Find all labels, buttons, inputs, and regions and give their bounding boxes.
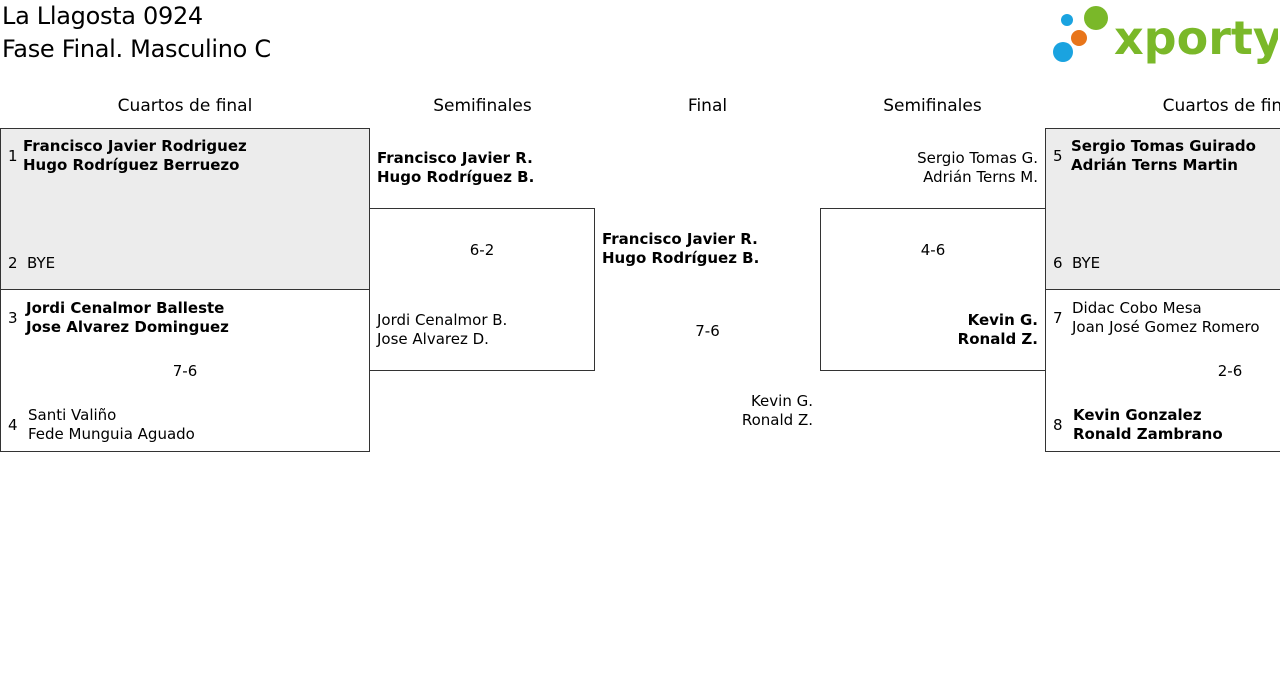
bye-label: BYE [27,254,56,272]
player-name: Kevin G. [967,311,1038,329]
player-name: Kevin G. [750,392,813,410]
match-score: 6-2 [469,241,495,259]
seed-number: 7 [1053,309,1063,327]
seed-number: 3 [8,309,18,327]
round-header-semis-left: Semifinales [433,96,532,116]
player-name: Ronald Z. [957,330,1038,348]
quarter-match-2[interactable]: 3 Jordi Cenalmor Balleste Jose Alvarez D… [0,289,370,452]
player-name: Sergio Tomas G. [917,149,1038,167]
seed-number: 1 [8,147,18,165]
seed-number: 6 [1053,254,1063,272]
semifinal-match-right[interactable]: 4-6 Kevin G. Ronald Z. [820,208,1046,371]
player-name: Hugo Rodríguez Berruezo [23,156,240,174]
draw-subtitle: Fase Final. Masculino C [2,35,271,63]
player-name: Francisco Javier R. [602,230,758,248]
player-name: Adrián Terns M. [923,168,1038,186]
player-name: Santi Valiño [28,406,117,424]
player-name: Fede Munguia Aguado [28,425,195,443]
player-name: Jose Alvarez D. [377,330,489,348]
seed-number: 8 [1053,416,1063,434]
player-name: Hugo Rodríguez B. [602,249,760,267]
player-name: Ronald Z. [741,411,813,429]
player-name: Didac Cobo Mesa [1072,299,1202,317]
logo-dot-blue-icon [1061,14,1073,26]
round-header-quarters-right: Cuartos de final [1162,96,1280,116]
quarter-match-3[interactable]: 5 Sergio Tomas Guirado Adrián Terns Mart… [1045,128,1280,290]
seed-number: 5 [1053,147,1063,165]
logo-dot-green-icon [1084,6,1108,30]
bye-label: BYE [1072,254,1101,272]
match-score: 4-6 [920,241,946,259]
final-match[interactable]: Francisco Javier R. Hugo Rodríguez B. 7-… [595,225,820,435]
player-name: Jordi Cenalmor B. [377,311,508,329]
round-header-quarters-left: Cuartos de final [117,96,253,116]
logo-dot-orange-icon [1071,30,1087,46]
xporty-logo: xporty [1053,6,1278,65]
player-name: Francisco Javier R. [377,149,533,167]
round-header-final: Final [687,96,728,116]
match-score: 2-6 [1217,362,1243,380]
player-name: Sergio Tomas Guirado [1071,137,1256,155]
player-name: Francisco Javier Rodriguez [23,137,247,155]
seed-number: 2 [8,254,18,272]
match-score: 7-6 [695,322,720,340]
player-name: Jordi Cenalmor Balleste [26,299,225,317]
quarter-match-4[interactable]: 7 Didac Cobo Mesa Joan José Gomez Romero… [1045,289,1280,452]
logo-dot-blue-large-icon [1053,42,1073,62]
tournament-title: La Llagosta 0924 [2,2,203,30]
player-name: Jose Alvarez Dominguez [26,318,229,336]
round-header-semis-right: Semifinales [883,96,982,116]
quarter-match-1[interactable]: 1 Francisco Javier Rodriguez Hugo Rodríg… [0,128,370,290]
player-name: Kevin Gonzalez [1073,406,1202,424]
seed-number: 4 [8,416,18,434]
player-name: Adrián Terns Martin [1071,156,1238,174]
player-name: Hugo Rodríguez B. [377,168,535,186]
match-score: 7-6 [172,362,198,380]
player-name: Ronald Zambrano [1073,425,1223,443]
logo-text: xporty [1114,11,1278,65]
semifinal-match-left[interactable]: 6-2 Jordi Cenalmor B. Jose Alvarez D. [369,208,595,371]
player-name: Joan José Gomez Romero [1072,318,1260,336]
